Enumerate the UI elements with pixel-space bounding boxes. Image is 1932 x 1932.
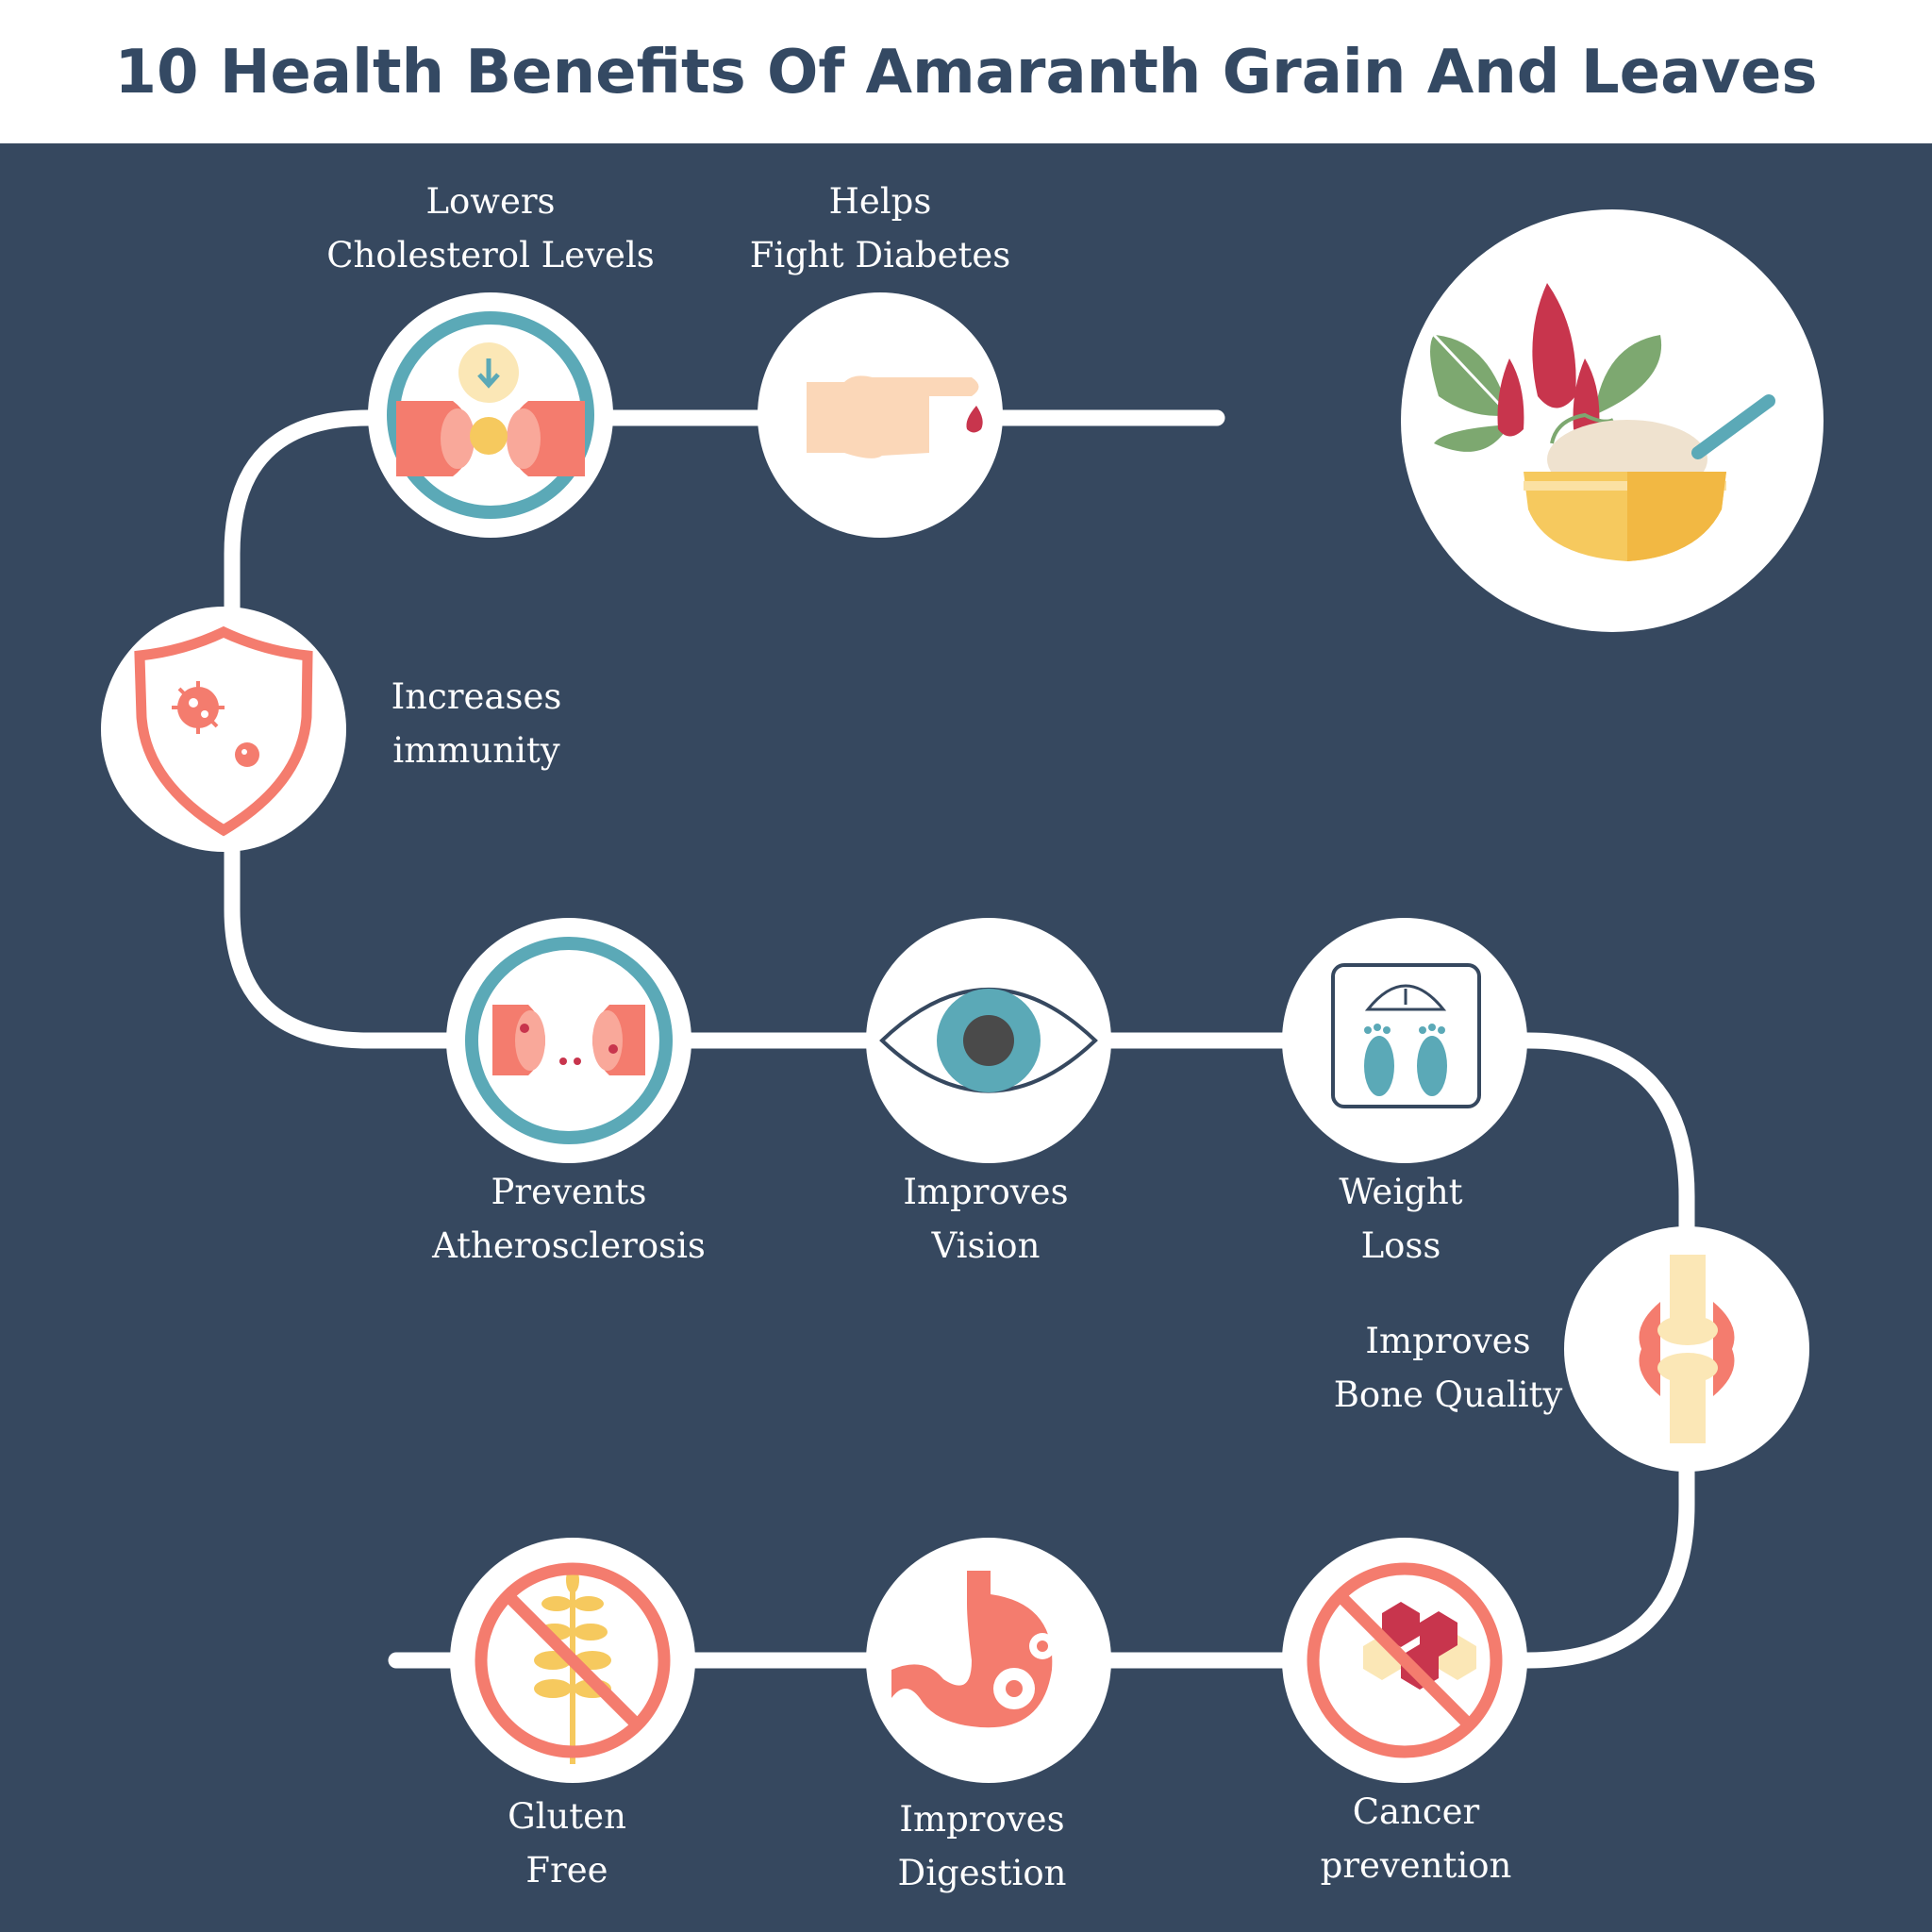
header: 10 Health Benefits Of Amaranth Grain And… — [0, 0, 1932, 143]
benefit-label: Improves Vision — [788, 1165, 1184, 1273]
benefit-label-line1: Improves — [1365, 1321, 1531, 1361]
benefit-label-line1: Weight — [1339, 1172, 1463, 1212]
eye-icon — [866, 918, 1111, 1163]
benefit-label-line2: immunity — [392, 730, 560, 771]
benefit-label-line2: Cholesterol Levels — [326, 235, 655, 275]
benefit-label-line2: Fight Diabetes — [749, 235, 1011, 275]
benefit-path — [224, 409, 1695, 1669]
benefit-label-line2: Digestion — [897, 1853, 1067, 1893]
benefit-label: Cancer prevention — [1218, 1785, 1614, 1892]
amaranth-bowl-icon — [1401, 209, 1824, 632]
benefit-label-line1: Lowers — [425, 181, 556, 222]
weight-scale-icon — [1282, 918, 1527, 1163]
benefit-label-line1: Improves — [903, 1172, 1069, 1212]
benefit-label: Lowers Cholesterol Levels — [292, 175, 689, 282]
benefit-label-line1: Cancer — [1352, 1791, 1480, 1832]
benefit-label: Improves Bone Quality — [1250, 1314, 1646, 1422]
artery-plaque-icon — [446, 918, 691, 1163]
benefit-label: Increases immunity — [278, 670, 675, 777]
benefit-label-line2: Vision — [931, 1225, 1041, 1266]
benefit-label-line1: Helps — [828, 181, 932, 222]
benefit-label: Gluten Free — [369, 1790, 765, 1897]
benefit-label: Improves Digestion — [784, 1792, 1180, 1900]
benefit-label-line1: Prevents — [491, 1172, 647, 1212]
page-title: 10 Health Benefits Of Amaranth Grain And… — [114, 38, 1818, 108]
knee-joint-icon — [1564, 1226, 1809, 1472]
benefit-label-line1: Increases — [391, 676, 562, 717]
benefit-label: Helps Fight Diabetes — [682, 175, 1078, 282]
stomach-gears-icon — [866, 1538, 1111, 1783]
no-cancer-cells-icon — [1282, 1538, 1527, 1783]
shield-virus-icon — [101, 607, 346, 852]
finger-blood-drop-icon — [758, 292, 1003, 538]
benefit-label-line2: Bone Quality — [1333, 1374, 1563, 1415]
benefit-label-line1: Gluten — [508, 1796, 626, 1837]
benefit-label-line2: Loss — [1360, 1225, 1441, 1266]
benefit-label: Weight Loss — [1203, 1165, 1599, 1273]
artery-cholesterol-icon — [368, 292, 613, 538]
benefit-label: Prevents Atherosclerosis — [371, 1165, 767, 1273]
benefit-label-line1: Improves — [899, 1799, 1065, 1840]
benefit-label-line2: Free — [525, 1850, 608, 1890]
benefit-label-line2: Atherosclerosis — [432, 1225, 706, 1266]
no-wheat-icon — [450, 1538, 695, 1783]
benefit-label-line2: prevention — [1320, 1845, 1512, 1886]
